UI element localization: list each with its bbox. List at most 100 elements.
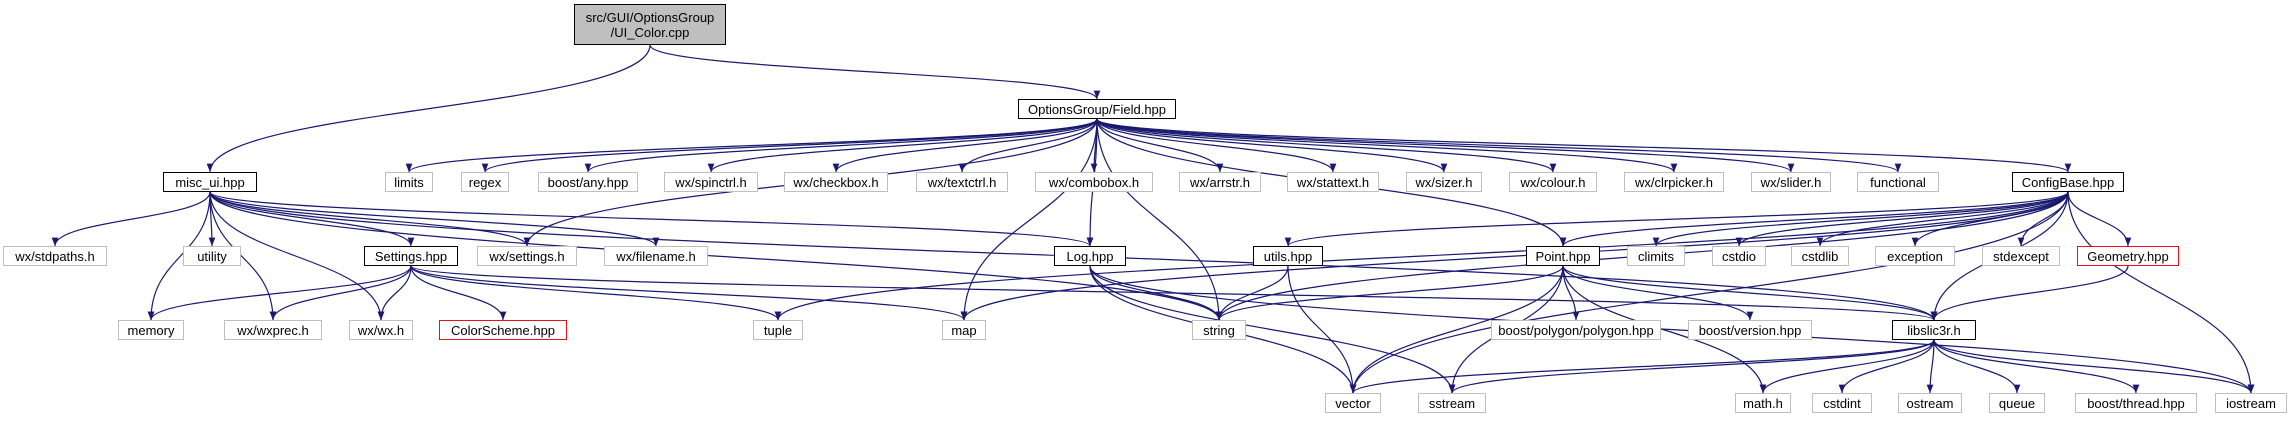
node-cstdlib[interactable]: cstdlib	[1791, 246, 1849, 266]
edge-misc_ui_hpp-to-wx_wx	[209, 191, 385, 321]
edge-settings_hpp-to-wx_wx	[377, 265, 412, 321]
node-point-hpp[interactable]: Point.hpp	[1526, 246, 1600, 266]
node-wx-wxprec-h[interactable]: wx/wxprec.h	[224, 320, 322, 340]
node-stdexcept[interactable]: stdexcept	[1982, 246, 2060, 266]
edge-misc_ui_hpp-to-memory	[147, 191, 211, 321]
node-math-h[interactable]: math.h	[1735, 393, 1791, 413]
node-wx-wx-h[interactable]: wx/wx.h	[349, 320, 413, 340]
edge-log_hpp-to-sstream	[1089, 265, 1456, 394]
edge-misc_ui_hpp-to-wx_wxprec	[209, 191, 277, 321]
node-utils-hpp[interactable]: utils.hpp	[1253, 246, 1323, 266]
node-iostream[interactable]: iostream	[2215, 393, 2287, 413]
node-geometry-hpp[interactable]: Geometry.hpp	[2077, 246, 2179, 266]
node-libslic3r-h[interactable]: libslic3r.h	[1892, 320, 1976, 340]
node-wx-slider-h[interactable]: wx/slider.h	[1751, 172, 1831, 192]
edge-settings_hpp-to-colorscheme_hpp	[410, 265, 507, 321]
node-vector[interactable]: vector	[1325, 393, 1381, 413]
node-log-hpp[interactable]: Log.hpp	[1054, 246, 1126, 266]
node-colorscheme-hpp[interactable]: ColorScheme.hpp	[439, 320, 567, 340]
edge-field_hpp-to-wx_slider	[1096, 118, 1795, 173]
node-exception[interactable]: exception	[1875, 246, 1955, 266]
edge-point_hpp-to-libslic3r_h	[1562, 265, 1938, 321]
edge-libslic3r_h-to-queue	[1933, 339, 2021, 394]
node-memory[interactable]: memory	[118, 320, 184, 340]
edge-field_hpp-to-functional	[1096, 118, 1902, 173]
edge-misc_ui_hpp-to-string	[209, 191, 1223, 321]
node-boost-any-hpp[interactable]: boost/any.hpp	[538, 172, 638, 192]
node-wx-arrstr-h[interactable]: wx/arrstr.h	[1179, 172, 1261, 192]
node-tuple[interactable]: tuple	[753, 320, 803, 340]
edge-libslic3r_h-to-math_h	[1759, 339, 1935, 394]
edge-field_hpp-to-wx_arrstr	[1096, 118, 1224, 173]
edge-libslic3r_h-to-sstream	[1448, 339, 1935, 394]
edge-misc_ui_hpp-to-wx_filename	[209, 191, 660, 247]
node-root-ui-color-cpp[interactable]: src/GUI/OptionsGroup /UI_Color.cpp	[574, 4, 726, 45]
node-string[interactable]: string	[1192, 320, 1246, 340]
edge-settings_hpp-to-wx_wxprec	[269, 265, 412, 321]
node-wx-spinctrl-h[interactable]: wx/spinctrl.h	[664, 172, 758, 192]
edge-field_hpp-to-wx_sizer	[1096, 118, 1448, 173]
edge-field_hpp-to-wx_clrpicker	[1096, 118, 1678, 173]
edge-root-to-field_hpp	[649, 44, 1101, 100]
node-utility[interactable]: utility	[183, 246, 241, 266]
edge-point_hpp-to-string	[1215, 265, 1564, 321]
edge-misc_ui_hpp-to-settings_hpp	[209, 191, 415, 247]
edge-configbase_hpp-to-tuple	[774, 191, 2069, 321]
node-climits[interactable]: climits	[1627, 246, 1685, 266]
node-regex[interactable]: regex	[461, 172, 509, 192]
node-limits[interactable]: limits	[385, 172, 433, 192]
edge-geometry_hpp-to-libslic3r_h	[1930, 265, 2129, 321]
node-map[interactable]: map	[942, 320, 986, 340]
node-wx-colour-h[interactable]: wx/colour.h	[1509, 172, 1597, 192]
edge-field_hpp-to-regex	[481, 118, 1098, 173]
node-settings-hpp[interactable]: Settings.hpp	[364, 246, 458, 266]
node-wx-filename-h[interactable]: wx/filename.h	[604, 246, 708, 266]
edge-field_hpp-to-map	[960, 118, 1098, 321]
edge-libslic3r_h-to-iostream	[1933, 339, 2255, 394]
node-wx-sizer-h[interactable]: wx/sizer.h	[1406, 172, 1482, 192]
node-ostream[interactable]: ostream	[1898, 393, 1962, 413]
node-cstdint[interactable]: cstdint	[1812, 393, 1872, 413]
edge-utils_hpp-to-vector	[1287, 265, 1357, 394]
edge-configbase_hpp-to-point_hpp	[1559, 191, 2069, 247]
edge-misc_ui_hpp-to-log_hpp	[209, 191, 1094, 247]
node-wx-combobox-h[interactable]: wx/combobox.h	[1035, 172, 1153, 192]
node-wx-stattext-h[interactable]: wx/stattext.h	[1287, 172, 1379, 192]
edge-field_hpp-to-string	[1096, 118, 1223, 321]
node-functional[interactable]: functional	[1857, 172, 1939, 192]
edge-log_hpp-to-iostream	[1089, 265, 2255, 394]
node-sstream[interactable]: sstream	[1418, 393, 1486, 413]
node-wx-clrpicker-h[interactable]: wx/clrpicker.h	[1624, 172, 1724, 192]
root-label-line1: src/GUI/OptionsGroup	[585, 9, 715, 25]
edge-field_hpp-to-boost_any	[584, 118, 1098, 173]
node-queue[interactable]: queue	[1989, 393, 2045, 413]
node-boost-version-hpp[interactable]: boost/version.hpp	[1688, 320, 1812, 340]
edge-field_hpp-to-wx_checkbox	[832, 118, 1098, 173]
root-label-line2: /UI_Color.cpp	[610, 24, 690, 40]
node-wx-textctrl-h[interactable]: wx/textctrl.h	[916, 172, 1008, 192]
edge-field_hpp-to-configbase_hpp	[1096, 118, 2072, 173]
node-configbase-hpp[interactable]: ConfigBase.hpp	[2012, 172, 2124, 192]
edge-settings_hpp-to-memory	[147, 265, 412, 321]
edge-configbase_hpp-to-iostream	[2067, 191, 2255, 394]
node-boost-thread-hpp[interactable]: boost/thread.hpp	[2075, 393, 2197, 413]
edge-libslic3r_h-to-boost_thread	[1933, 339, 2140, 394]
node-misc-ui-hpp[interactable]: misc_ui.hpp	[163, 172, 257, 192]
edge-field_hpp-to-wx_stattext	[1096, 118, 1337, 173]
edge-settings_hpp-to-map	[410, 265, 968, 321]
edge-misc_ui_hpp-to-wx_stdpaths	[51, 191, 211, 247]
edge-libslic3r_h-to-vector	[1349, 339, 1935, 394]
node-wx-checkbox-h[interactable]: wx/checkbox.h	[784, 172, 888, 192]
edge-configbase_hpp-to-cstdlib	[1816, 191, 2069, 247]
edge-misc_ui_hpp-to-wx_settings	[209, 191, 531, 247]
node-cstdio[interactable]: cstdio	[1712, 246, 1766, 266]
node-field-hpp[interactable]: OptionsGroup/Field.hpp	[1018, 99, 1176, 119]
edge-configbase_hpp-to-map	[960, 191, 2069, 321]
edge-configbase_hpp-to-utils_hpp	[1284, 191, 2069, 247]
node-wx-settings-h[interactable]: wx/settings.h	[477, 246, 577, 266]
node-wx-stdpaths-h[interactable]: wx/stdpaths.h	[3, 246, 107, 266]
node-boost-polygon-hpp[interactable]: boost/polygon/polygon.hpp	[1491, 320, 1661, 340]
edge-settings_hpp-to-tuple	[410, 265, 782, 321]
